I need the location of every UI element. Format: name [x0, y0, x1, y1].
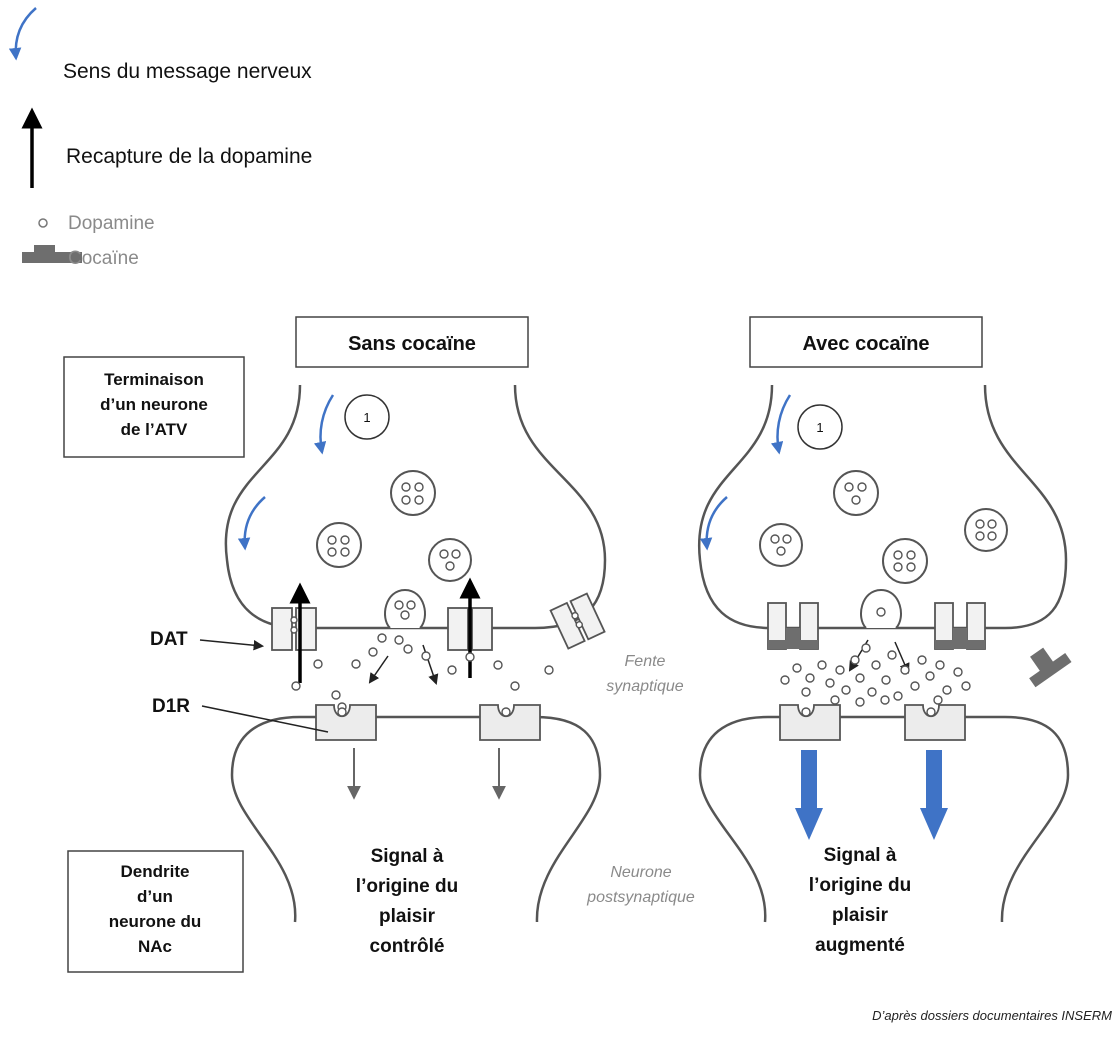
- svg-text:l’origine du: l’origine du: [356, 876, 458, 897]
- right-d1r-receptor-2: [904, 704, 966, 741]
- right-fusing-vesicle: [860, 588, 902, 629]
- right-postsynaptic-membrane: [698, 715, 1070, 923]
- svg-text:Avec cocaïne: Avec cocaïne: [802, 333, 929, 355]
- svg-text:augmenté: augmenté: [815, 935, 905, 956]
- left-release-arrow-2: [422, 644, 439, 685]
- dendrite-label-box: Dendrite d’un neurone du NAc: [67, 850, 244, 973]
- svg-text:postsynaptique: postsynaptique: [586, 889, 695, 906]
- dat-pointer-arrow: [199, 639, 265, 651]
- dopamine-legend-icon: [38, 218, 48, 228]
- right-vesicle-3: [882, 538, 928, 584]
- left-nerve-arrow-1: [313, 394, 335, 455]
- title-sans-cocaine: Sans cocaïne: [295, 316, 529, 368]
- right-step-circle: [797, 404, 843, 450]
- svg-text:Sans cocaïne: Sans cocaïne: [348, 333, 476, 355]
- left-dat-transporter-3: [549, 592, 606, 650]
- d1r-pointer-line: [201, 705, 329, 733]
- right-synapse: 1: [697, 384, 1072, 956]
- svg-text:synaptique: synaptique: [606, 678, 683, 695]
- title-avec-cocaine: Avec cocaïne: [749, 316, 983, 368]
- legend-dopamine: Dopamine: [68, 213, 155, 234]
- left-release-arrow-1: [368, 655, 389, 684]
- svg-text:Fente: Fente: [625, 653, 666, 670]
- free-cocaine-molecule: [1029, 647, 1072, 688]
- svg-text:plaisir: plaisir: [832, 905, 889, 926]
- right-dat-transporter-2: [934, 602, 986, 650]
- left-d1r-receptor-1: [315, 704, 377, 741]
- terminal-label-box: Terminaison d’un neurone de l’ATV: [63, 356, 245, 458]
- left-vesicle-3: [428, 538, 472, 582]
- svg-text:d’un neurone: d’un neurone: [100, 395, 208, 414]
- legend-cocaine: Cocaïne: [68, 248, 139, 269]
- right-signal-arrow-1: [795, 750, 823, 840]
- right-step-number: 1: [816, 420, 823, 435]
- cocaine-legend-icon: [22, 245, 82, 263]
- svg-text:Terminaison: Terminaison: [104, 370, 204, 389]
- left-vesicle-2: [316, 522, 362, 568]
- svg-text:NAc: NAc: [138, 937, 172, 956]
- left-signal-label: Signal à l’origine du plaisir contrôlé: [356, 846, 458, 957]
- left-step-number: 1: [363, 410, 370, 425]
- left-dat-transporter-1: [271, 607, 317, 651]
- right-signal-label: Signal à l’origine du plaisir augmenté: [809, 845, 911, 956]
- svg-text:Dendrite: Dendrite: [121, 862, 190, 881]
- svg-text:l’origine du: l’origine du: [809, 875, 911, 896]
- svg-text:Signal à: Signal à: [371, 846, 444, 867]
- svg-text:plaisir: plaisir: [379, 906, 436, 927]
- nerve-message-legend-icon: [8, 7, 37, 61]
- right-nerve-arrow-2: [699, 496, 728, 551]
- legend-reuptake: Recapture de la dopamine: [66, 145, 312, 168]
- d1r-label: D1R: [152, 696, 190, 717]
- right-signal-arrow-2: [920, 750, 948, 840]
- left-vesicle-1: [390, 470, 436, 516]
- dat-label: DAT: [150, 629, 188, 650]
- left-dat-transporter-2: [447, 607, 493, 651]
- svg-text:d’un: d’un: [137, 887, 173, 906]
- left-d1r-receptor-2: [479, 704, 541, 741]
- right-dopamine-cleft: [780, 643, 971, 707]
- svg-text:Neurone: Neurone: [610, 864, 671, 881]
- source-credit: D’après dossiers documentaires INSERM: [872, 1008, 1112, 1023]
- left-fusing-vesicle: [384, 588, 426, 629]
- legend: Sens du message nerveux Recapture de la …: [8, 7, 312, 269]
- right-vesicle-2: [759, 523, 803, 567]
- right-dat-transporter-1: [767, 602, 819, 650]
- right-d1r-receptor-1: [779, 704, 841, 741]
- right-vesicle-1: [833, 470, 879, 516]
- legend-nerve-message: Sens du message nerveux: [63, 60, 312, 83]
- right-vesicle-4: [964, 508, 1008, 552]
- left-postsynaptic-membrane: [230, 715, 602, 923]
- left-step-circle: [344, 394, 390, 440]
- right-nerve-arrow-1: [770, 394, 792, 455]
- left-synapse: 1: [224, 384, 607, 957]
- svg-text:contrôlé: contrôlé: [370, 936, 445, 957]
- svg-text:Signal à: Signal à: [824, 845, 897, 866]
- left-nerve-arrow-2: [237, 496, 266, 551]
- svg-text:neurone du: neurone du: [109, 912, 202, 931]
- cleft-label: Fente synaptique: [606, 653, 683, 695]
- postsynaptic-label: Neurone postsynaptique: [586, 864, 695, 906]
- svg-text:de l’ATV: de l’ATV: [121, 420, 188, 439]
